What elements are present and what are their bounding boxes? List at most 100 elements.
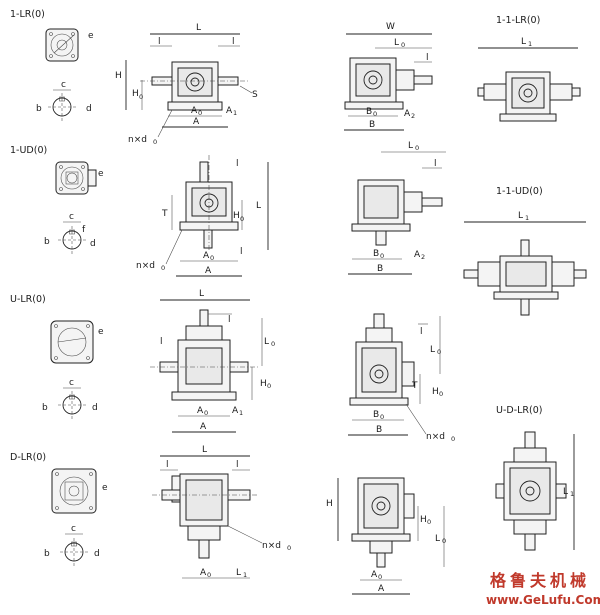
dim-nd0-dlr: n×d [262, 541, 281, 551]
dim-l-ulr-left: l [160, 337, 163, 347]
svg-text:1: 1 [233, 109, 237, 117]
svg-text:0: 0 [439, 390, 443, 398]
title-d-lr: D-LR(0) [10, 452, 46, 463]
dim-nd0-ud: n×d [136, 261, 155, 271]
dim-A-lr: A [193, 117, 200, 127]
svg-text:1: 1 [243, 571, 247, 579]
dim-A-ulr: A [200, 422, 207, 432]
svg-text:0: 0 [401, 41, 405, 49]
svg-text:0: 0 [161, 264, 165, 272]
svg-text:0: 0 [380, 413, 384, 421]
dim-A0-dlr-side: A [371, 570, 378, 580]
dim-l-lr-right: l [232, 37, 235, 47]
svg-text:0: 0 [267, 382, 271, 390]
svg-text:0: 0 [204, 409, 208, 417]
section-1-1-lr: 1-1-LR(0) L 1 [477, 15, 581, 122]
section-1-ud: 1-UD(0) e c b f d L H 0 l l [10, 145, 269, 277]
gearbox-front-ulr [150, 309, 258, 401]
watermark-chinese: 格鲁夫机械 [490, 571, 590, 590]
dim-A0-ulr: A [197, 406, 204, 416]
flange-view-ulr [50, 320, 94, 364]
dim-H0-ulr: H [260, 379, 267, 389]
title-1-lr: 1-LR(0) [10, 9, 45, 20]
dim-H0-lr: H [132, 89, 139, 99]
dim-A1-ulr: A [232, 406, 239, 416]
dim-B0-side: B [366, 107, 372, 117]
dim-l-ud-bot: l [240, 247, 243, 257]
svg-text:1: 1 [525, 214, 529, 222]
svg-text:0: 0 [380, 252, 384, 260]
dim-d-ulr: d [92, 403, 98, 413]
dim-A-dlr-side: A [378, 584, 385, 594]
dim-A-ud: A [205, 266, 212, 276]
dim-b-ud: b [44, 237, 50, 247]
dim-l-side: l [426, 53, 429, 63]
dim-l-ud-side: l [434, 159, 437, 169]
svg-text:0: 0 [373, 110, 377, 118]
dim-W-side: W [386, 22, 395, 32]
title-1-1-ud: 1-1-UD(0) [496, 186, 543, 197]
dim-e-dlr: e [102, 483, 108, 493]
gearbox-front-ud [179, 155, 239, 252]
section-ud-side: L 0 l B 0 A 2 B [348, 141, 446, 275]
shaft-section-lr [47, 92, 77, 122]
section-lr-side: W L 0 l B 0 A 2 B [344, 22, 433, 131]
dim-b-ulr: b [42, 403, 48, 413]
dim-L1-udlr: L [563, 487, 568, 497]
dim-l-dlr-left: l [166, 460, 169, 470]
dim-B-ud-side: B [377, 264, 383, 274]
svg-text:0: 0 [287, 544, 291, 552]
watermark: 格鲁夫机械 www.GeLufu.Com [486, 571, 600, 607]
shaft-section-ulr [57, 390, 87, 420]
dim-T-ud: T [161, 209, 168, 219]
dim-L0-dlr-side: L [435, 534, 440, 544]
dim-A2-ud-side: A [414, 250, 421, 260]
dim-c-ud: c [69, 212, 74, 222]
svg-text:1: 1 [528, 40, 532, 48]
flange-view-ud [55, 161, 89, 195]
shaft-section-dlr [59, 537, 89, 567]
dim-d-ud: d [90, 239, 96, 249]
dim-H0-ulr-side: H [432, 387, 439, 397]
dim-d-dlr: d [94, 549, 100, 559]
svg-text:0: 0 [378, 573, 382, 581]
svg-text:0: 0 [207, 571, 211, 579]
dim-H-lr: H [115, 71, 122, 81]
svg-text:0: 0 [442, 537, 446, 545]
dim-L1-dlr: L [236, 568, 241, 578]
section-ulr-side: l L 0 T H 0 B 0 B n×d 0 [348, 313, 455, 443]
dim-A1-lr: A [226, 106, 233, 116]
dim-B-side: B [369, 120, 375, 130]
dim-L0-ud-side: L [408, 141, 413, 151]
dim-l-ulr-side: l [420, 327, 423, 337]
dim-L-lr: L [196, 23, 201, 33]
svg-text:0: 0 [437, 348, 441, 356]
dim-S-lr: S [252, 90, 258, 100]
dim-nd0-ulr-side: n×d [426, 432, 445, 442]
dim-d-lr: d [86, 104, 92, 114]
section-dlr-side: H H 0 L 0 A 0 A [326, 477, 446, 595]
svg-text:0: 0 [427, 518, 431, 526]
dim-c-lr: c [61, 80, 66, 90]
svg-text:2: 2 [411, 112, 415, 120]
svg-text:2: 2 [421, 253, 425, 261]
svg-text:0: 0 [240, 215, 244, 223]
dim-L-ud: L [256, 201, 261, 211]
dim-H0-ud: H [233, 211, 240, 221]
svg-text:1: 1 [570, 490, 574, 498]
watermark-url: www.GeLufu.Com [486, 593, 600, 607]
svg-text:0: 0 [139, 93, 143, 101]
dim-b-lr: b [36, 104, 42, 114]
dim-H0-dlr-side: H [420, 515, 427, 525]
dim-L1-lr1: L [521, 37, 526, 47]
title-u-d-lr: U-D-LR(0) [496, 405, 542, 416]
dim-L0-ulr: L [264, 337, 269, 347]
dim-l-ulr-top: l [228, 315, 231, 325]
dim-b-dlr: b [44, 549, 50, 559]
dim-l-ud-top: l [236, 159, 239, 169]
section-u-lr: U-LR(0) e c b d L [10, 289, 275, 433]
dim-L1-ud1: L [518, 211, 523, 221]
dim-l-dlr-right: l [236, 460, 239, 470]
dim-H-dlr-side: H [326, 499, 333, 509]
